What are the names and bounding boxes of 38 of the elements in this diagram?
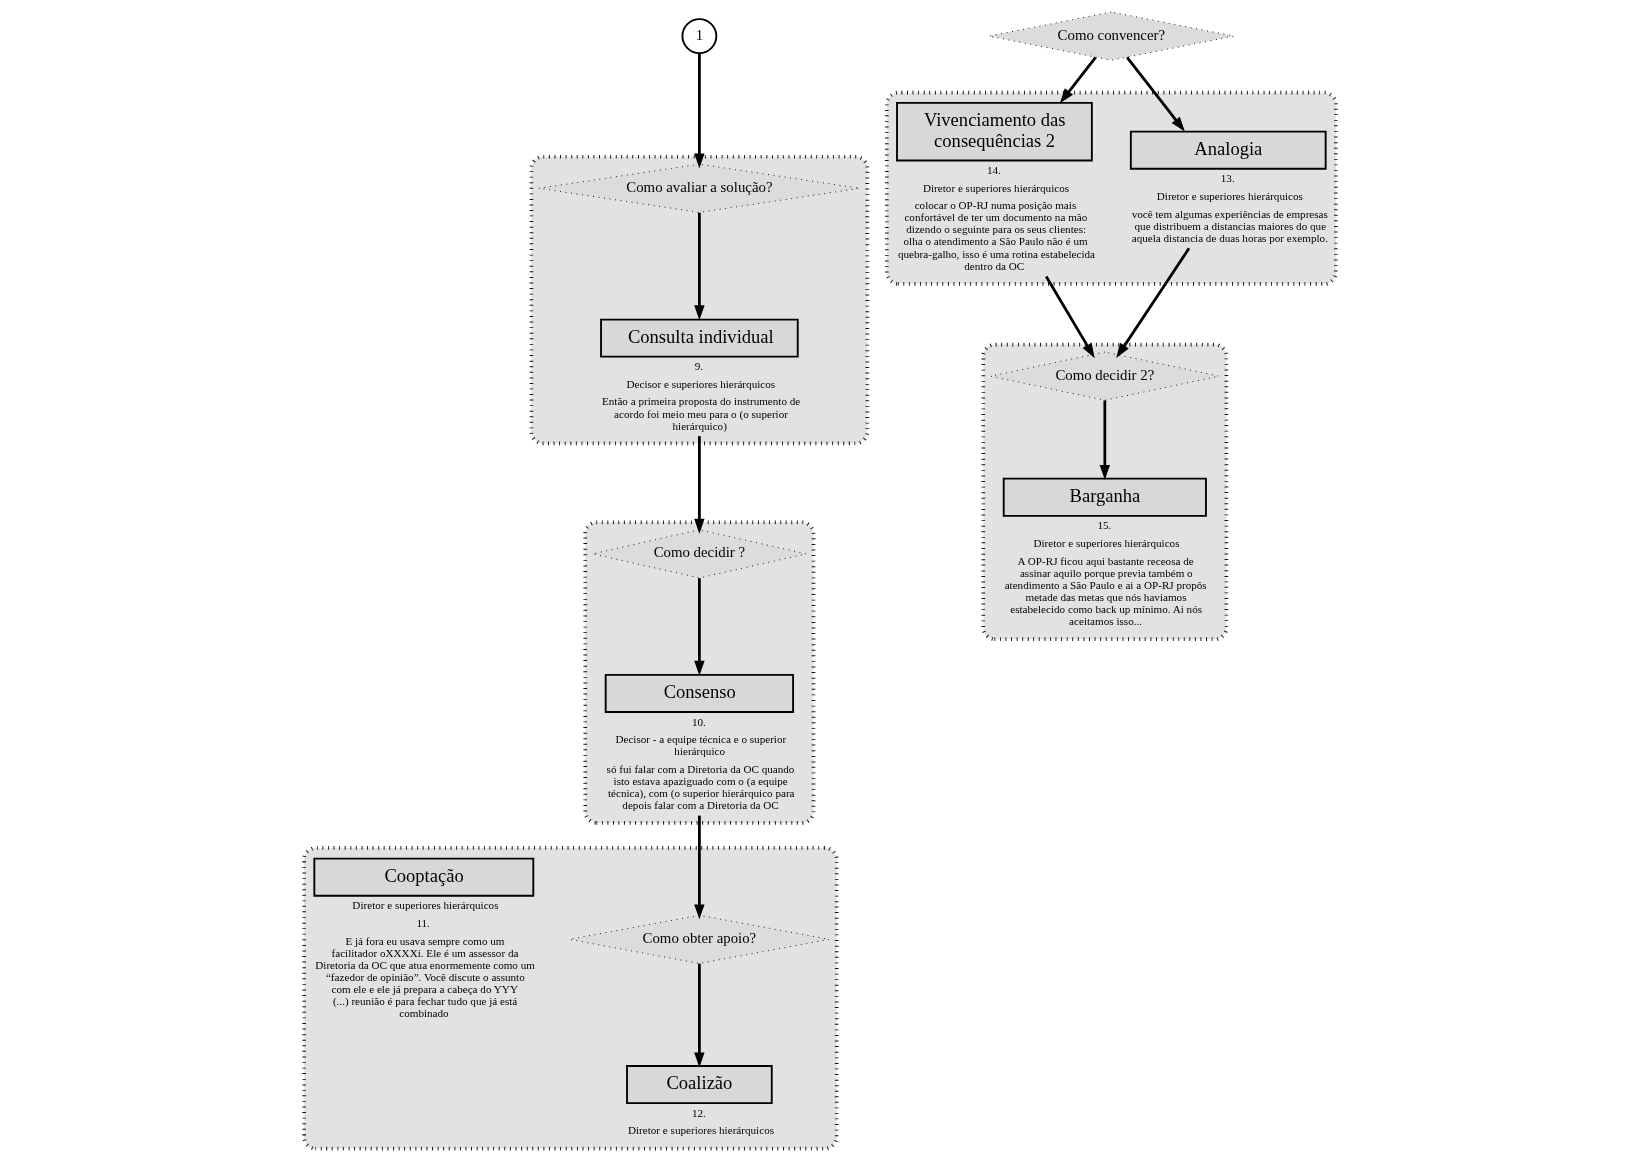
node-label: Diretor e superiores hierárquicos bbox=[922, 181, 1070, 194]
node-circle: 1 bbox=[681, 18, 718, 54]
arrow bbox=[1045, 275, 1095, 359]
arrow bbox=[694, 578, 705, 676]
arrow bbox=[1099, 400, 1111, 480]
node-diamond: Como decidir ? bbox=[592, 529, 807, 579]
node-diamond: Como avaliar a solução? bbox=[538, 163, 861, 213]
node-label: Decisor - a equipe técnica e o superior hierárquico bbox=[615, 733, 787, 758]
arrow bbox=[1116, 247, 1191, 359]
arrow bbox=[694, 53, 705, 169]
node-label: você tem algumas experiências de empresas que distribuem a distancias maiores do que aquela distancia de duas horas por exemplo. bbox=[1131, 207, 1328, 244]
node-label: colocar o OP-RJ numa posição mais confortável de ter um documento na mão dizendo o seguinte para os seus clientes: olha o atendimento a São Paulo não é um quebra-galho, isso é uma rotina estabelecida dentro da OC bbox=[897, 199, 1096, 272]
node-diamond: Como obter apoio? bbox=[569, 914, 830, 964]
arrow bbox=[694, 963, 705, 1068]
node-label: E já fora eu usava sempre como um facilitador oXXXXi. Ele é um assessor da Diretoria da OC que atua enormemente como um “fazedor de opinião”. Você discute o assunto com ele e ele já prepara a cabeça do YYY (...) reunião é para fechar tudo que já está combinado bbox=[315, 934, 535, 1019]
node-label: A OP-RJ ficou aqui bastante receosa de assinar aquilo porque previa também o atendimento a São Paulo e ai a OP-RJ propôs metade das metas que nós haviamos estabelecido como back up mínimo. Ai nós aceitamos isso... bbox=[1004, 554, 1207, 627]
node-label: Diretor e superiores hierárquicos bbox=[352, 899, 499, 912]
node-label: 15. bbox=[1097, 519, 1112, 532]
arrow bbox=[694, 212, 705, 321]
node-label: Diretor e superiores hierárquicos bbox=[1033, 536, 1180, 549]
cluster bbox=[302, 846, 839, 1151]
node-label: Diretor e superiores hierárquicos bbox=[1156, 189, 1303, 202]
node-label: só fui falar com a Diretoria da OC quando isto estava apaziguado com o (a equipe técnica), com (o superior hierárquico para depois falar com a Diretoria da OC bbox=[606, 762, 795, 812]
arrow bbox=[1126, 56, 1185, 132]
arrow bbox=[694, 815, 705, 920]
node-diamond: Como decidir 2? bbox=[990, 351, 1220, 401]
node-label: 11. bbox=[416, 916, 430, 929]
node-diamond: Como convencer? bbox=[988, 11, 1235, 61]
node-label: 13. bbox=[1220, 172, 1235, 185]
node-label: 10. bbox=[691, 715, 706, 728]
node-label: 9. bbox=[694, 360, 704, 373]
node-label: Então a primeira proposta do instrumento de acordo foi meio meu para o (o superior hierárquico) bbox=[601, 395, 801, 432]
node-label: Decisor e superiores hierárquicos bbox=[626, 377, 776, 390]
arrow bbox=[1059, 56, 1097, 104]
node-label: 14. bbox=[987, 164, 1001, 176]
node-label: 12. bbox=[691, 1106, 706, 1119]
node-label: Diretor e superiores hierárquicos bbox=[627, 1124, 775, 1137]
arrow bbox=[694, 436, 705, 534]
